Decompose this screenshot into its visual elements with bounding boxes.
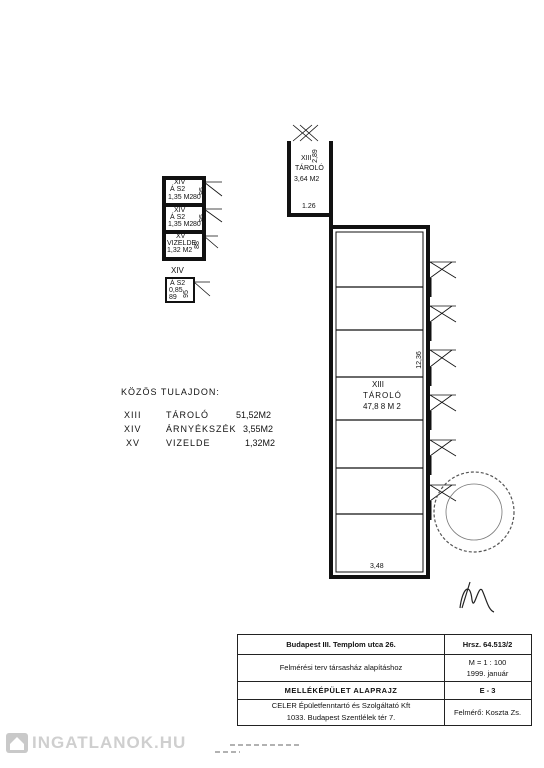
legend-row-3-code: XV — [126, 438, 141, 448]
room-xiv-3-extra: 89 — [169, 294, 177, 301]
tb-sheet: E - 3 — [479, 685, 496, 695]
tb-purpose: Felmérési terv társasház alapításhoz — [279, 663, 403, 672]
storage-large-code: XIII — [372, 380, 385, 389]
legend-row-1-area: 51,52M2 — [236, 410, 272, 420]
room-xv-code: XV — [176, 233, 186, 240]
storage-small-label: TÁROLÓ — [295, 165, 324, 172]
room-xv-area: 1,32 M2 — [167, 247, 193, 254]
storage-large-wall — [329, 215, 430, 579]
tb-address: Budapest III. Templom utca 26. — [286, 640, 396, 649]
room-xiv-3-code: XIV — [171, 266, 184, 275]
tb-company: CELER Épületfenntartó és Szolgáltató Kft — [271, 701, 411, 710]
storage-large-area: 47,8 8 M 2 — [363, 402, 401, 411]
room-xiv-2-label: Á S2 — [170, 214, 186, 221]
storage-large-height: 12,36 — [415, 351, 423, 369]
legend-row-3-name: VIZELDE — [166, 438, 211, 448]
title-block: Budapest III. Templom utca 26. Hrsz. 64.… — [237, 634, 532, 726]
room-xiv-3-area: 0,85 — [169, 287, 183, 294]
room-xiv-2-h: 80 — [193, 221, 201, 228]
legend-title: KÖZÖS TULAJDON: — [121, 387, 220, 397]
room-xiv-1-h: 80 — [193, 194, 201, 201]
room-xiv-2-code: XIV — [174, 207, 186, 214]
room-xiv-3-wall — [165, 277, 195, 303]
storage-small-area: 3,64 M2 — [294, 176, 320, 183]
room-xiv-3-label: Á S2 — [170, 280, 186, 287]
room-xv-label: VIZELDE — [167, 240, 197, 247]
legend-row-3-area: 1,32M2 — [245, 438, 276, 448]
room-xv-h: 88 — [193, 241, 201, 249]
storage-large-width: 3,48 — [370, 563, 384, 570]
official-stamp — [433, 471, 515, 553]
legend-row-2-name: ÁRNYÉKSZÉK — [166, 424, 237, 434]
tb-hrsz: Hrsz. 64.513/2 — [462, 640, 513, 649]
legend-row-2-code: XIV — [124, 424, 142, 434]
room-xiv-1-code: XIV — [174, 179, 186, 186]
house-icon — [6, 733, 28, 753]
storage-large-label: TÁROLÓ — [363, 391, 402, 400]
tb-company-address: 1033. Budapest Szentlélek tér 7. — [286, 713, 396, 722]
room-xiv-3-w: 95 — [182, 290, 190, 298]
legend-row-2-area: 3,55M2 — [243, 424, 274, 434]
room-xiv-1-area: 1,35 M2 — [168, 194, 194, 201]
room-xiv-1-label: Á S2 — [170, 186, 186, 193]
room-xv-wall — [162, 230, 206, 261]
signature — [459, 581, 495, 613]
room-xiv-2-area: 1,35 M2 — [168, 221, 194, 228]
tb-scale: M = 1 : 100 — [468, 657, 507, 667]
watermark-text: INGATLANOK.HU — [32, 733, 187, 752]
storage-small-wall — [287, 141, 333, 217]
storage-small-height: 2,89 — [311, 149, 319, 163]
tb-surveyor: Felmérő: Koszta Zs. — [453, 707, 522, 717]
room-xiv-1-w: 95 — [198, 187, 206, 195]
storage-small-code: XIII — [301, 155, 312, 162]
storage-small-width: 1.26 — [302, 203, 316, 210]
legend-row-1-name: TÁROLÓ — [166, 410, 210, 420]
watermark: INGATLANOK.HU — [6, 732, 186, 754]
tb-date: 1999. január — [466, 668, 509, 678]
room-xiv-2-w: 95 — [198, 214, 206, 222]
legend-row-1-code: XIII — [124, 410, 142, 420]
tb-title: MELLÉKÉPÜLET ALAPRAJZ — [284, 685, 398, 695]
